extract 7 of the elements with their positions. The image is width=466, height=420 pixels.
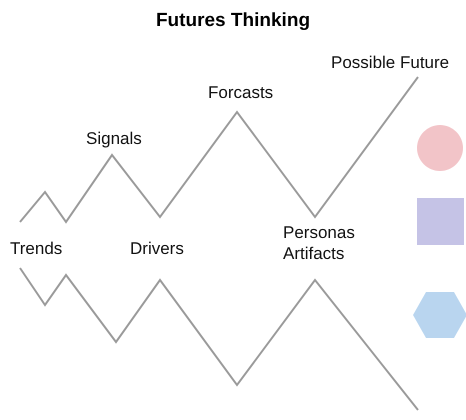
- stage-label: Forcasts: [208, 82, 274, 103]
- stage-label: Drivers: [130, 238, 184, 259]
- diagram-title: Futures Thinking: [154, 10, 312, 32]
- stage-label: Possible Future: [331, 52, 450, 73]
- stage-label: Trends: [10, 238, 62, 259]
- stage-label: Signals: [86, 128, 142, 149]
- stage-label: Personas Artifacts: [283, 222, 356, 264]
